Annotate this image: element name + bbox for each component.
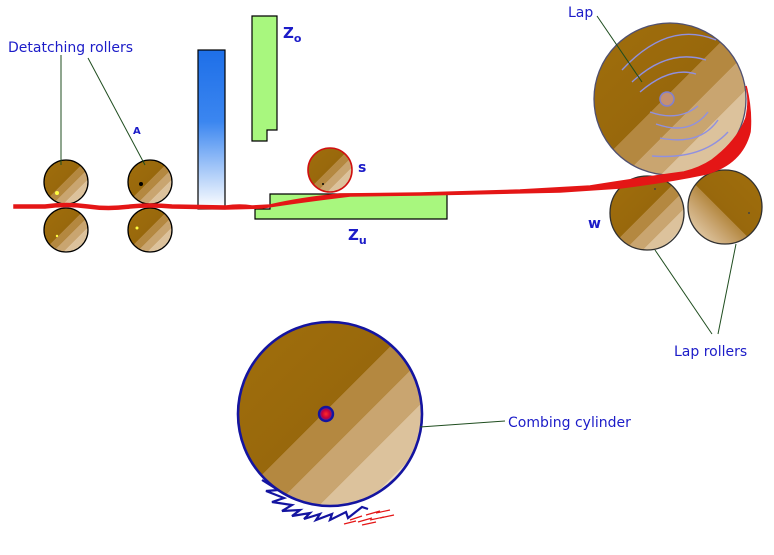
combed-fibres (343, 509, 395, 526)
combing-cylinder-hub (317, 405, 335, 423)
label-detaching-rollers: Detatching rollers (8, 40, 133, 56)
lap-hub (659, 91, 675, 107)
leader-lap (596, 15, 643, 83)
label-lap: Lap (568, 5, 593, 21)
label-lap-roller-w: w (588, 216, 601, 232)
comb-needles (261, 479, 369, 523)
leader-lap-roller-right (717, 243, 737, 335)
label-top-comb-zo: Zo (283, 24, 302, 45)
lap (593, 22, 747, 176)
label-bottom-nipper-zu: Zu (348, 226, 367, 247)
detaching-roller-bottom-right (127, 207, 173, 253)
top-comb-zo (251, 15, 278, 142)
detaching-roller-bottom-left (43, 207, 89, 253)
leader-lap-roller-w (654, 249, 713, 335)
label-feed-roller-s: s (358, 160, 366, 176)
leader-detaching-right (87, 57, 146, 166)
gradient-bar (197, 49, 226, 210)
label-point-a: A (133, 126, 141, 137)
label-combing-cylinder: Combing cylinder (508, 415, 631, 431)
combing-cylinder (236, 320, 424, 508)
leader-combing-cylinder (419, 420, 506, 428)
detaching-roller-top-right (127, 159, 173, 205)
feed-roller-s (307, 147, 353, 193)
label-lap-rollers: Lap rollers (674, 344, 747, 360)
detaching-roller-top-left (43, 159, 89, 205)
bottom-nipper-zu (254, 193, 448, 220)
lap-roller-right (687, 169, 763, 245)
lap-roller-w (609, 175, 685, 251)
fibre-web (13, 85, 752, 211)
